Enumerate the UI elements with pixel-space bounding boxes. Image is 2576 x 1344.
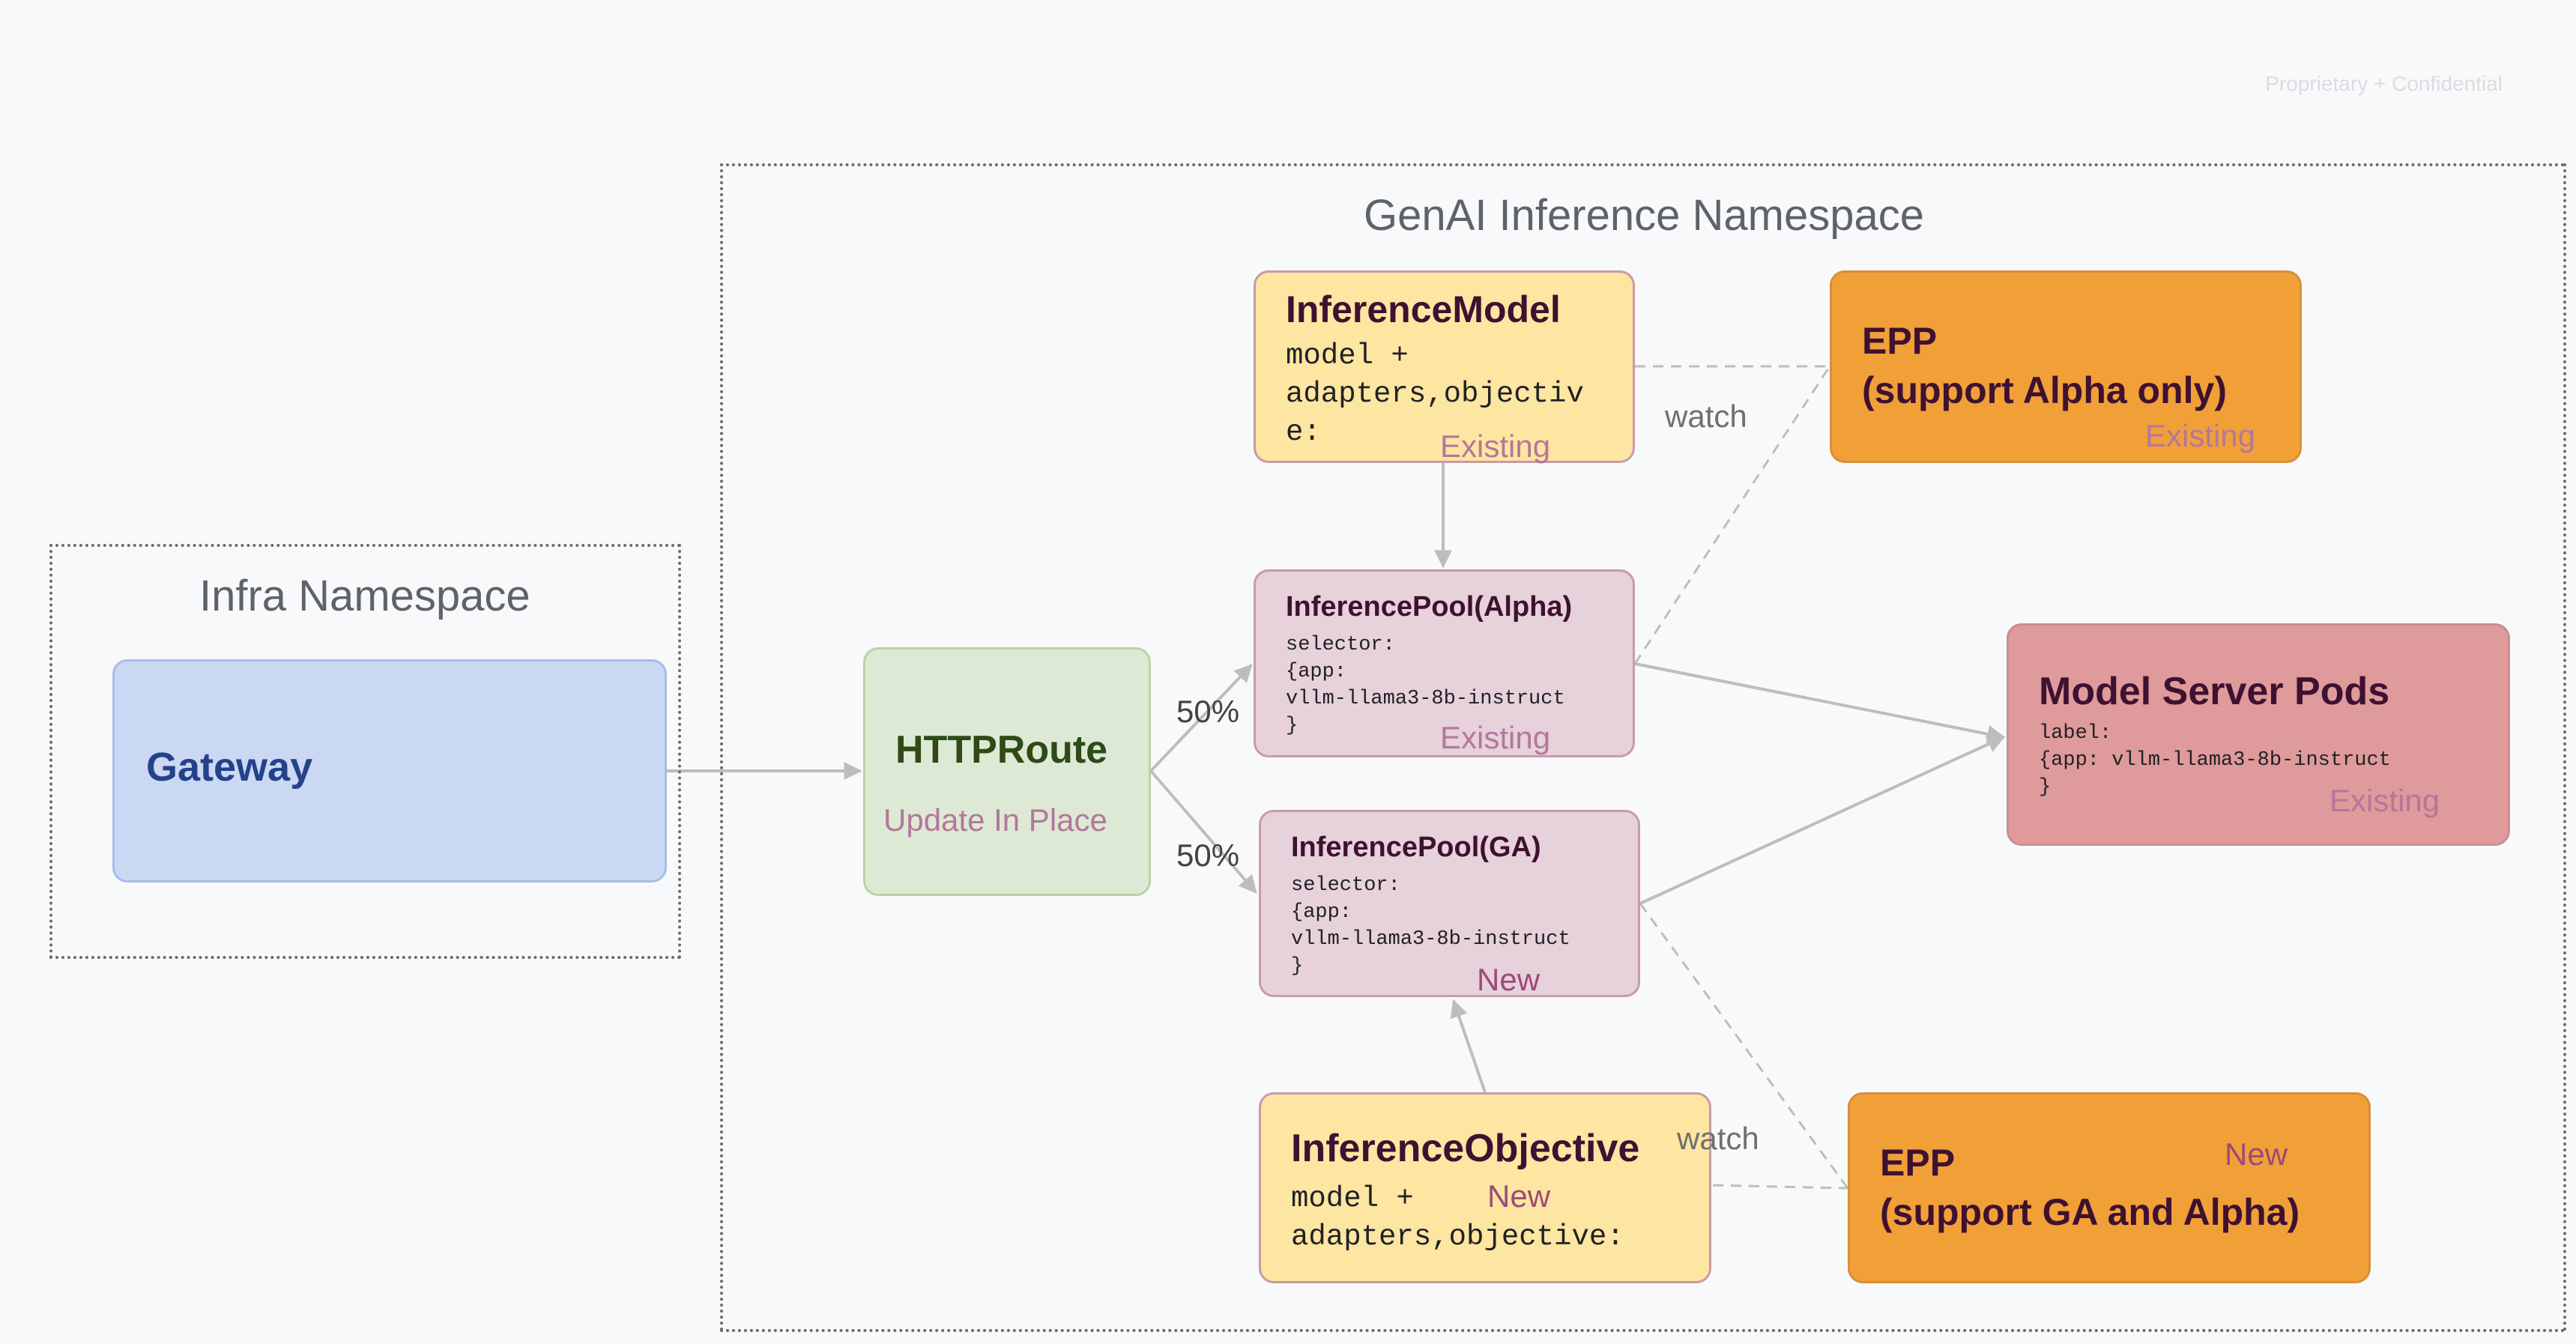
infra-namespace-title: Infra Namespace: [199, 572, 530, 620]
inference-objective-node[interactable]: InferenceObjective model + adapters,obje…: [1259, 1092, 1711, 1283]
split-alpha-label: 50%: [1176, 694, 1240, 729]
epp-alpha-title-line2: (support Alpha only): [1862, 369, 2227, 411]
inference-objective-title: InferenceObjective: [1291, 1127, 1640, 1170]
epp-ga-node[interactable]: EPP (support GA and Alpha) New: [1848, 1092, 2371, 1283]
confidential-label: Proprietary + Confidential: [2265, 72, 2503, 95]
inference-pool-alpha-title: InferencePool(Alpha): [1286, 591, 1573, 623]
inference-objective-body: model + adapters,objective:: [1291, 1182, 1624, 1253]
inference-pool-alpha-node[interactable]: InferencePool(Alpha) selector: {app: vll…: [1254, 569, 1635, 757]
model-server-pods-node[interactable]: Model Server Pods label: {app: vllm-llam…: [2007, 623, 2510, 846]
watch-ga-label: watch: [1677, 1121, 1759, 1156]
epp-alpha-status: Existing: [2145, 418, 2256, 453]
infra-namespace-boundary: [49, 544, 681, 959]
edge-pool-alpha-to-pods: [1634, 662, 2006, 743]
model-server-pods-title: Model Server Pods: [2039, 670, 2390, 713]
inference-model-body: model + adapters,objectiv e:: [1286, 339, 1584, 449]
inference-pool-alpha-status: Existing: [1440, 720, 1551, 755]
httproute-title: HTTPRoute: [895, 728, 1108, 772]
inference-pool-ga-status: New: [1477, 962, 1541, 997]
model-server-pods-body: label: {app: vllm-llama3-8b-instruct }: [2039, 722, 2391, 799]
inference-pool-ga-title: InferencePool(GA): [1291, 832, 1541, 863]
inference-objective-status: New: [1487, 1178, 1551, 1214]
epp-ga-status: New: [2225, 1136, 2288, 1172]
edge-httproute-to-pool-alpha: [1149, 664, 1253, 772]
watch-alpha-label: watch: [1665, 399, 1747, 434]
genai-namespace-boundary: [720, 163, 2566, 1332]
gateway-title: Gateway: [146, 745, 313, 790]
inference-pool-ga-body: selector: {app: vllm-llama3-8b-instruct …: [1291, 874, 1570, 978]
edge-httproute-to-pool-ga: [1149, 769, 1257, 894]
watch-pool-ga-to-epp-ga: [1639, 903, 1849, 1189]
watch-pool-alpha-to-epp-alpha: [1633, 366, 1831, 665]
split-ga-label: 50%: [1176, 838, 1240, 873]
httproute-node[interactable]: HTTPRoute Update In Place: [863, 647, 1151, 896]
epp-ga-title-line1: EPP: [1880, 1142, 1956, 1184]
inference-model-title: InferenceModel: [1286, 288, 1561, 330]
inference-pool-ga-node[interactable]: InferencePool(GA) selector: {app: vllm-l…: [1259, 810, 1640, 997]
epp-alpha-node[interactable]: EPP (support Alpha only) Existing: [1830, 270, 2302, 463]
genai-namespace-title: GenAI Inference Namespace: [1364, 191, 1924, 240]
epp-ga-title-line2: (support GA and Alpha): [1880, 1191, 2300, 1233]
gateway-node[interactable]: Gateway: [112, 659, 667, 883]
inference-model-status: Existing: [1440, 429, 1551, 464]
edge-pool-ga-to-pods: [1639, 736, 2006, 905]
inference-pool-alpha-body: selector: {app: vllm-llama3-8b-instruct …: [1286, 634, 1565, 737]
model-server-pods-status: Existing: [2329, 783, 2440, 818]
inference-model-node[interactable]: InferenceModel model + adapters,objectiv…: [1254, 270, 1635, 464]
edge-objective-to-pool-ga: [1450, 999, 1487, 1093]
httproute-status: Update In Place: [883, 802, 1107, 838]
epp-alpha-title-line1: EPP: [1862, 320, 1938, 362]
